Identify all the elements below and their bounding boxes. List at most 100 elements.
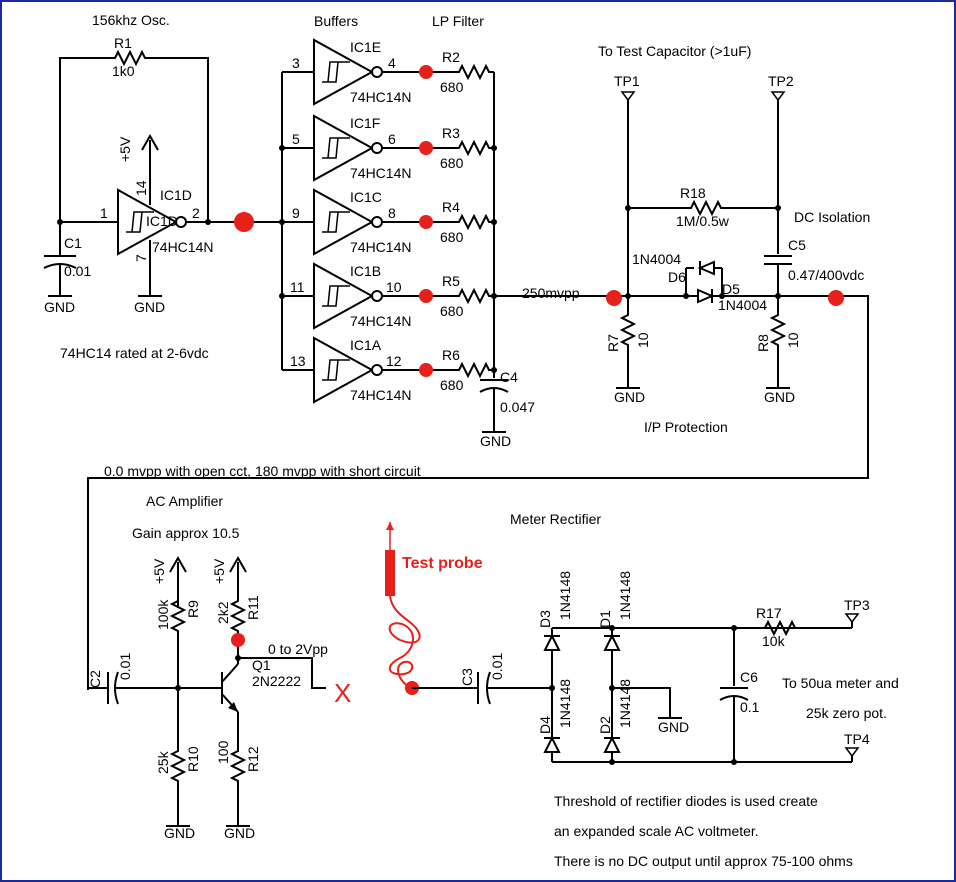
d2-diode — [603, 735, 621, 753]
test-point — [419, 289, 433, 303]
v250-label: 250mvpp — [522, 285, 580, 301]
test-point — [419, 65, 433, 79]
c6-value: 0.1 — [740, 699, 760, 715]
q1-emitter-arrow — [228, 702, 238, 712]
r9-value: 100k — [155, 599, 171, 630]
r6-value: 680 — [440, 377, 464, 393]
tp1-icon — [620, 91, 636, 102]
probe-body — [385, 550, 395, 596]
gnd-label: GND — [44, 299, 75, 315]
r11-resistor — [231, 595, 245, 637]
tp4-icon — [844, 747, 860, 758]
ic1d-pin1: 1 — [100, 205, 108, 221]
c4-label: C4 — [500, 369, 518, 385]
test-point — [419, 215, 433, 229]
d2-label: D2 — [597, 716, 613, 734]
pin-label: 3 — [292, 55, 300, 71]
r12-label: R12 — [245, 746, 261, 772]
d3-label: D3 — [537, 610, 553, 628]
ic1e-label: IC1E — [350, 39, 381, 55]
q1-collector — [221, 663, 239, 683]
return-wire — [87, 295, 869, 690]
test-probe-label: Test probe — [402, 555, 483, 572]
ic1a-part: 74HC14N — [350, 387, 411, 403]
dc-isolation-label: DC Isolation — [794, 209, 870, 225]
r5-resistor — [453, 289, 495, 303]
d5-label: D5 — [722, 281, 740, 297]
r4-resistor — [453, 215, 495, 229]
d6-label: D6 — [668, 269, 686, 285]
c1-value: 0.01 — [64, 263, 91, 279]
r12-resistor — [231, 745, 245, 787]
junction-dot — [491, 145, 497, 151]
c2-value: 0.01 — [117, 653, 133, 680]
vcc-arrow-icon — [169, 555, 187, 573]
d6-diode — [697, 260, 715, 276]
rectifier-section: Meter Rectifier C3 0.01 D3 1N4148 D1 1N4… — [412, 511, 899, 869]
r7-label: R7 — [605, 334, 621, 352]
c1-label: C1 — [64, 235, 82, 251]
junction-dot — [775, 293, 781, 299]
c4-value: 0.047 — [500, 399, 535, 415]
meter-note-2: 25k zero pot. — [806, 705, 887, 721]
pin-label: 13 — [290, 353, 306, 369]
junction-dot — [279, 219, 285, 225]
ic1c-label: IC1C — [350, 189, 382, 205]
test-point — [828, 290, 844, 306]
threshold-note-1: Threshold of rectifier diodes is used cr… — [554, 793, 818, 809]
tp3-icon — [844, 613, 860, 624]
ic1b-part: 74HC14N — [350, 313, 411, 329]
threshold-note-3: There is no DC output until approx 75-10… — [554, 853, 853, 869]
r5-label: R5 — [442, 273, 460, 289]
r17-value: 10k — [762, 633, 786, 649]
gnd-label: GND — [164, 825, 195, 841]
tp3-label: TP3 — [844, 597, 870, 613]
ic1d-pin7: 7 — [133, 254, 149, 262]
q1-part: 2N2222 — [252, 673, 301, 689]
r8-label: R8 — [755, 334, 771, 352]
test-point — [419, 363, 433, 377]
d1-diode — [603, 633, 621, 651]
c3-label: C3 — [459, 668, 475, 686]
wire — [612, 687, 671, 718]
r4-label: R4 — [442, 199, 460, 215]
ic1d-part: 74HC14N — [152, 239, 213, 255]
junction-dot — [683, 293, 689, 299]
r3-resistor — [453, 141, 495, 155]
r1-wire-left — [59, 57, 110, 222]
meter-rect-title: Meter Rectifier — [510, 511, 601, 527]
pin-label: 11 — [290, 279, 305, 295]
ic1a-label: IC1A — [350, 337, 382, 353]
junction-dot — [775, 205, 781, 211]
d4-label: D4 — [537, 716, 553, 734]
output-wire — [238, 657, 326, 689]
test-point-osc-out — [234, 212, 254, 232]
amplifier-section: AC Amplifier Gain approx 10.5 C2 0.01 +5… — [87, 493, 351, 841]
r4-value: 680 — [440, 229, 464, 245]
threshold-note-2: an expanded scale AC voltmeter. — [554, 823, 759, 839]
r11-value: 2k2 — [215, 601, 231, 624]
open-short-note: 0.0 mvpp with open cct, 180 mvpp with sh… — [104, 463, 421, 479]
d1-part: 1N4148 — [617, 571, 633, 620]
junction-dot — [549, 685, 555, 691]
ic1d-inner-label: IC1D — [146, 213, 178, 229]
pin-label: 6 — [388, 131, 396, 147]
c5-label: C5 — [788, 237, 806, 253]
buffers-section: Buffers LP Filter 3 4 IC1E 74HC14N R2 68… — [279, 13, 535, 449]
r1-wire-right — [150, 57, 209, 222]
r5-value: 680 — [440, 303, 464, 319]
c5-value: 0.47/400vdc — [788, 267, 864, 283]
r8-resistor — [771, 309, 785, 351]
ic1d-pin2: 2 — [192, 205, 200, 221]
ic1c-part: 74HC14N — [350, 239, 411, 255]
q1-label: Q1 — [252, 657, 271, 673]
junction-dot — [279, 293, 285, 299]
r9-label: R9 — [185, 600, 201, 618]
test-point — [419, 141, 433, 155]
pin-label: 4 — [388, 55, 396, 71]
probe-arrow-icon — [386, 522, 394, 530]
r7-resistor — [621, 309, 635, 351]
r1-value: 1k0 — [112, 63, 135, 79]
osc-plus5v: +5V — [117, 136, 133, 162]
